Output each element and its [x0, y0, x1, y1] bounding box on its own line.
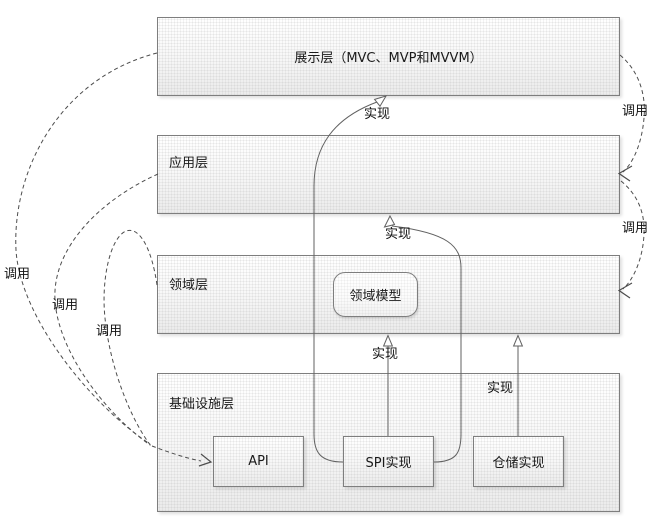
layer-application-label: 应用层	[169, 156, 209, 171]
hollow-arrowhead-icon	[512, 334, 524, 347]
edge-call-presentation-to-api	[15, 52, 158, 445]
layer-application: 应用层	[157, 135, 620, 214]
edge-label-realize-presentation: 实现	[364, 107, 391, 122]
edge-label-realize-domain-spi: 实现	[372, 347, 399, 362]
node-domain-model: 领域模型	[333, 272, 418, 317]
node-repo-impl-label: 仓储实现	[492, 456, 545, 471]
edge-label-realize-domain-repo: 实现	[487, 381, 514, 396]
open-arrowhead-icon	[617, 282, 633, 299]
edge-label-realize-application: 实现	[385, 227, 412, 242]
edge-label-call-right-top: 调用	[622, 104, 649, 119]
edge-label-call-left-presentation: 调用	[4, 267, 31, 282]
node-spi-impl: SPI实现	[343, 436, 434, 487]
node-api-label: API	[248, 454, 269, 469]
node-spi-impl-label: SPI实现	[365, 456, 412, 471]
layer-domain-label: 领域层	[169, 278, 209, 293]
open-arrowhead-icon	[617, 165, 633, 182]
node-domain-model-label: 领域模型	[349, 289, 402, 304]
hollow-arrowhead-icon	[382, 334, 394, 347]
edge-label-call-left-application: 调用	[52, 298, 79, 313]
layer-presentation: 展示层（MVC、MVP和MVVM）	[157, 17, 620, 96]
layer-presentation-label: 展示层（MVC、MVP和MVVM）	[294, 51, 483, 66]
node-repo-impl: 仓储实现	[473, 436, 564, 487]
hollow-arrowhead-icon	[373, 95, 388, 108]
layer-infrastructure-label: 基础设施层	[169, 397, 235, 412]
hollow-arrowhead-icon	[383, 214, 396, 228]
node-api: API	[213, 436, 304, 487]
edge-label-call-right-bottom: 调用	[622, 221, 649, 236]
edge-label-call-left-domain: 调用	[96, 324, 123, 339]
